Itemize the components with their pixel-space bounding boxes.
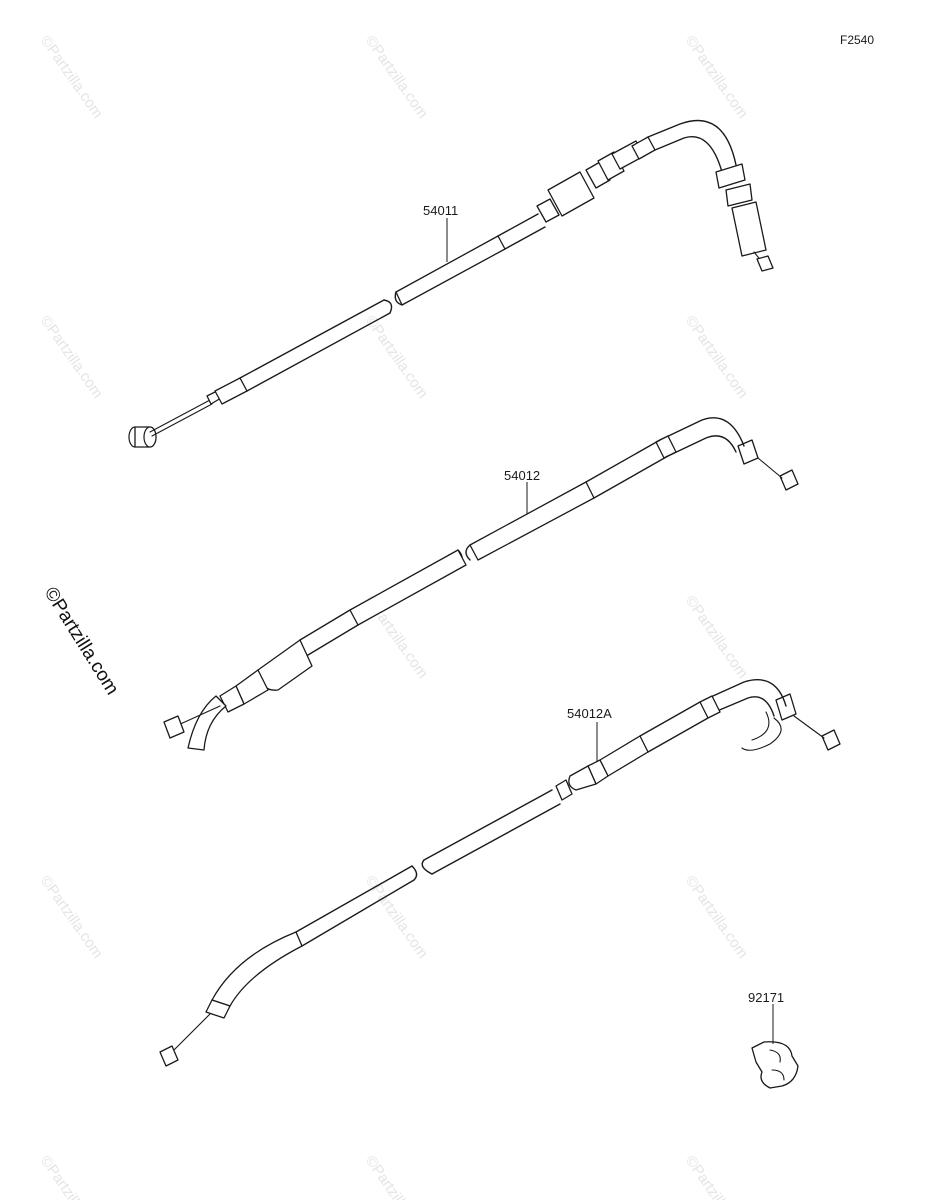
part-label-92171: 92171 — [748, 990, 784, 1005]
part-label-54011: 54011 — [423, 203, 458, 218]
throttle-cable-54012A: 54012A — [159, 679, 841, 1067]
part-label-54012: 54012 — [504, 468, 540, 483]
watermark: ©Partzilla.com — [362, 873, 432, 962]
figure-code: F2540 — [840, 33, 874, 47]
watermark: ©Partzilla.com — [37, 873, 107, 962]
clamp-92171: 92171 — [748, 990, 799, 1089]
watermark: ©Partzilla.com — [362, 1153, 432, 1200]
watermark: ©Partzilla.com — [682, 1153, 752, 1200]
part-label-54012A: 54012A — [567, 706, 612, 721]
watermark: ©Partzilla.com — [362, 313, 432, 402]
watermark: ©Partzilla.com — [682, 593, 752, 682]
throttle-cable-54012: 54012 — [163, 417, 799, 751]
watermark: ©Partzilla.com — [682, 33, 752, 122]
cable-end-barrel — [128, 426, 157, 448]
watermark: ©Partzilla.com — [37, 313, 107, 402]
watermark: ©Partzilla.com — [682, 873, 752, 962]
watermark-layer: ©Partzilla.com ©Partzilla.com ©Partzilla… — [37, 33, 752, 1200]
watermark: ©Partzilla.com — [37, 1153, 107, 1200]
throttle-cable-54011: 54011 — [128, 119, 774, 448]
brand-mark: ©Partzilla.com — [40, 584, 123, 699]
watermark: ©Partzilla.com — [682, 313, 752, 402]
watermark: ©Partzilla.com — [362, 33, 432, 122]
watermark: ©Partzilla.com — [37, 33, 107, 122]
